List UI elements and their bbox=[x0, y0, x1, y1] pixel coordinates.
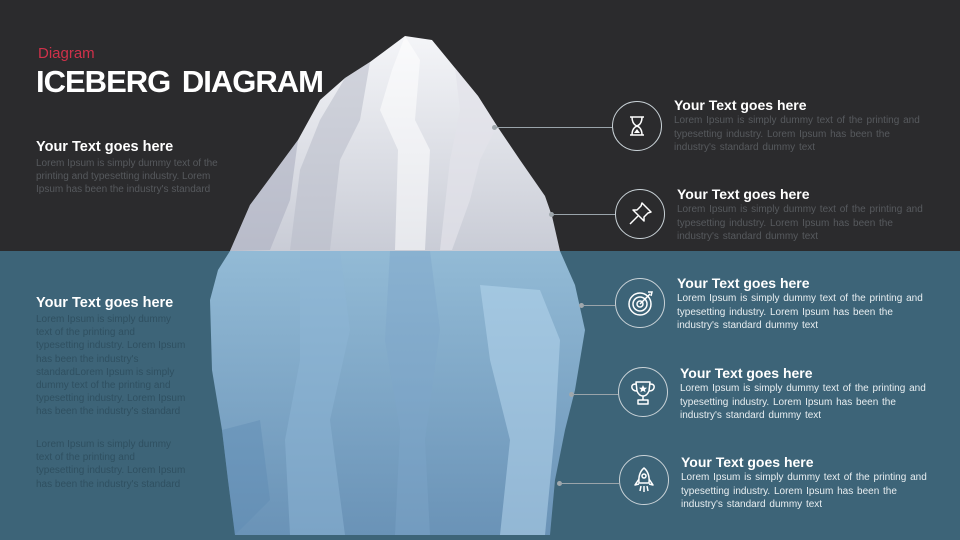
item-heading: Your Text goes here bbox=[681, 454, 814, 470]
left-block-body: Lorem Ipsum is simply dummy text of the … bbox=[36, 314, 186, 418]
connector-line bbox=[572, 394, 618, 395]
hourglass-icon bbox=[612, 101, 662, 151]
left-text-block-2: Your Text goes here Lorem Ipsum is simpl… bbox=[36, 295, 186, 419]
item-heading: Your Text goes here bbox=[680, 365, 813, 381]
connector-dot bbox=[579, 303, 584, 308]
connector-dot bbox=[569, 392, 574, 397]
left-text-block-1: Your Text goes here Lorem Ipsum is simpl… bbox=[36, 139, 222, 197]
item-heading: Your Text goes here bbox=[677, 186, 810, 202]
item-3-text: Your Text goes here Lorem Ipsum is simpl… bbox=[677, 275, 927, 333]
item-1-text: Your Text goes here Lorem Ipsum is simpl… bbox=[674, 97, 924, 155]
connector-line bbox=[560, 483, 619, 484]
item-2-text: Your Text goes here Lorem Ipsum is simpl… bbox=[677, 186, 927, 244]
trophy-icon bbox=[618, 367, 668, 417]
item-body: Lorem Ipsum is simply dummy text of the … bbox=[681, 472, 927, 510]
left-block-body: Lorem Ipsum is simply dummy text of the … bbox=[36, 158, 218, 196]
item-body: Lorem Ipsum is simply dummy text of the … bbox=[677, 204, 923, 242]
connector-dot bbox=[557, 481, 562, 486]
item-heading: Your Text goes here bbox=[677, 275, 810, 291]
item-5-text: Your Text goes here Lorem Ipsum is simpl… bbox=[681, 454, 931, 512]
connector-line bbox=[582, 305, 615, 306]
connector-dot bbox=[492, 125, 497, 130]
left-block-heading: Your Text goes here bbox=[36, 295, 174, 311]
item-body: Lorem Ipsum is simply dummy text of the … bbox=[680, 383, 926, 421]
item-heading: Your Text goes here bbox=[674, 97, 807, 113]
item-body: Lorem Ipsum is simply dummy text of the … bbox=[674, 115, 920, 153]
left-block-heading: Your Text goes here bbox=[36, 139, 174, 155]
target-icon bbox=[615, 278, 665, 328]
slide-title: ICEBERG DIAGRAM bbox=[36, 64, 324, 99]
rocket-icon bbox=[619, 455, 669, 505]
left-text-block-3: Lorem Ipsum is simply dummy text of the … bbox=[36, 438, 186, 491]
slide-kicker: Diagram bbox=[38, 45, 95, 62]
connector-dot bbox=[549, 212, 554, 217]
item-body: Lorem Ipsum is simply dummy text of the … bbox=[677, 293, 923, 331]
item-4-text: Your Text goes here Lorem Ipsum is simpl… bbox=[680, 365, 930, 423]
pushpin-icon bbox=[615, 189, 665, 239]
left-block-body: Lorem Ipsum is simply dummy text of the … bbox=[36, 439, 186, 490]
connector-line bbox=[552, 214, 615, 215]
connector-line bbox=[495, 127, 612, 128]
